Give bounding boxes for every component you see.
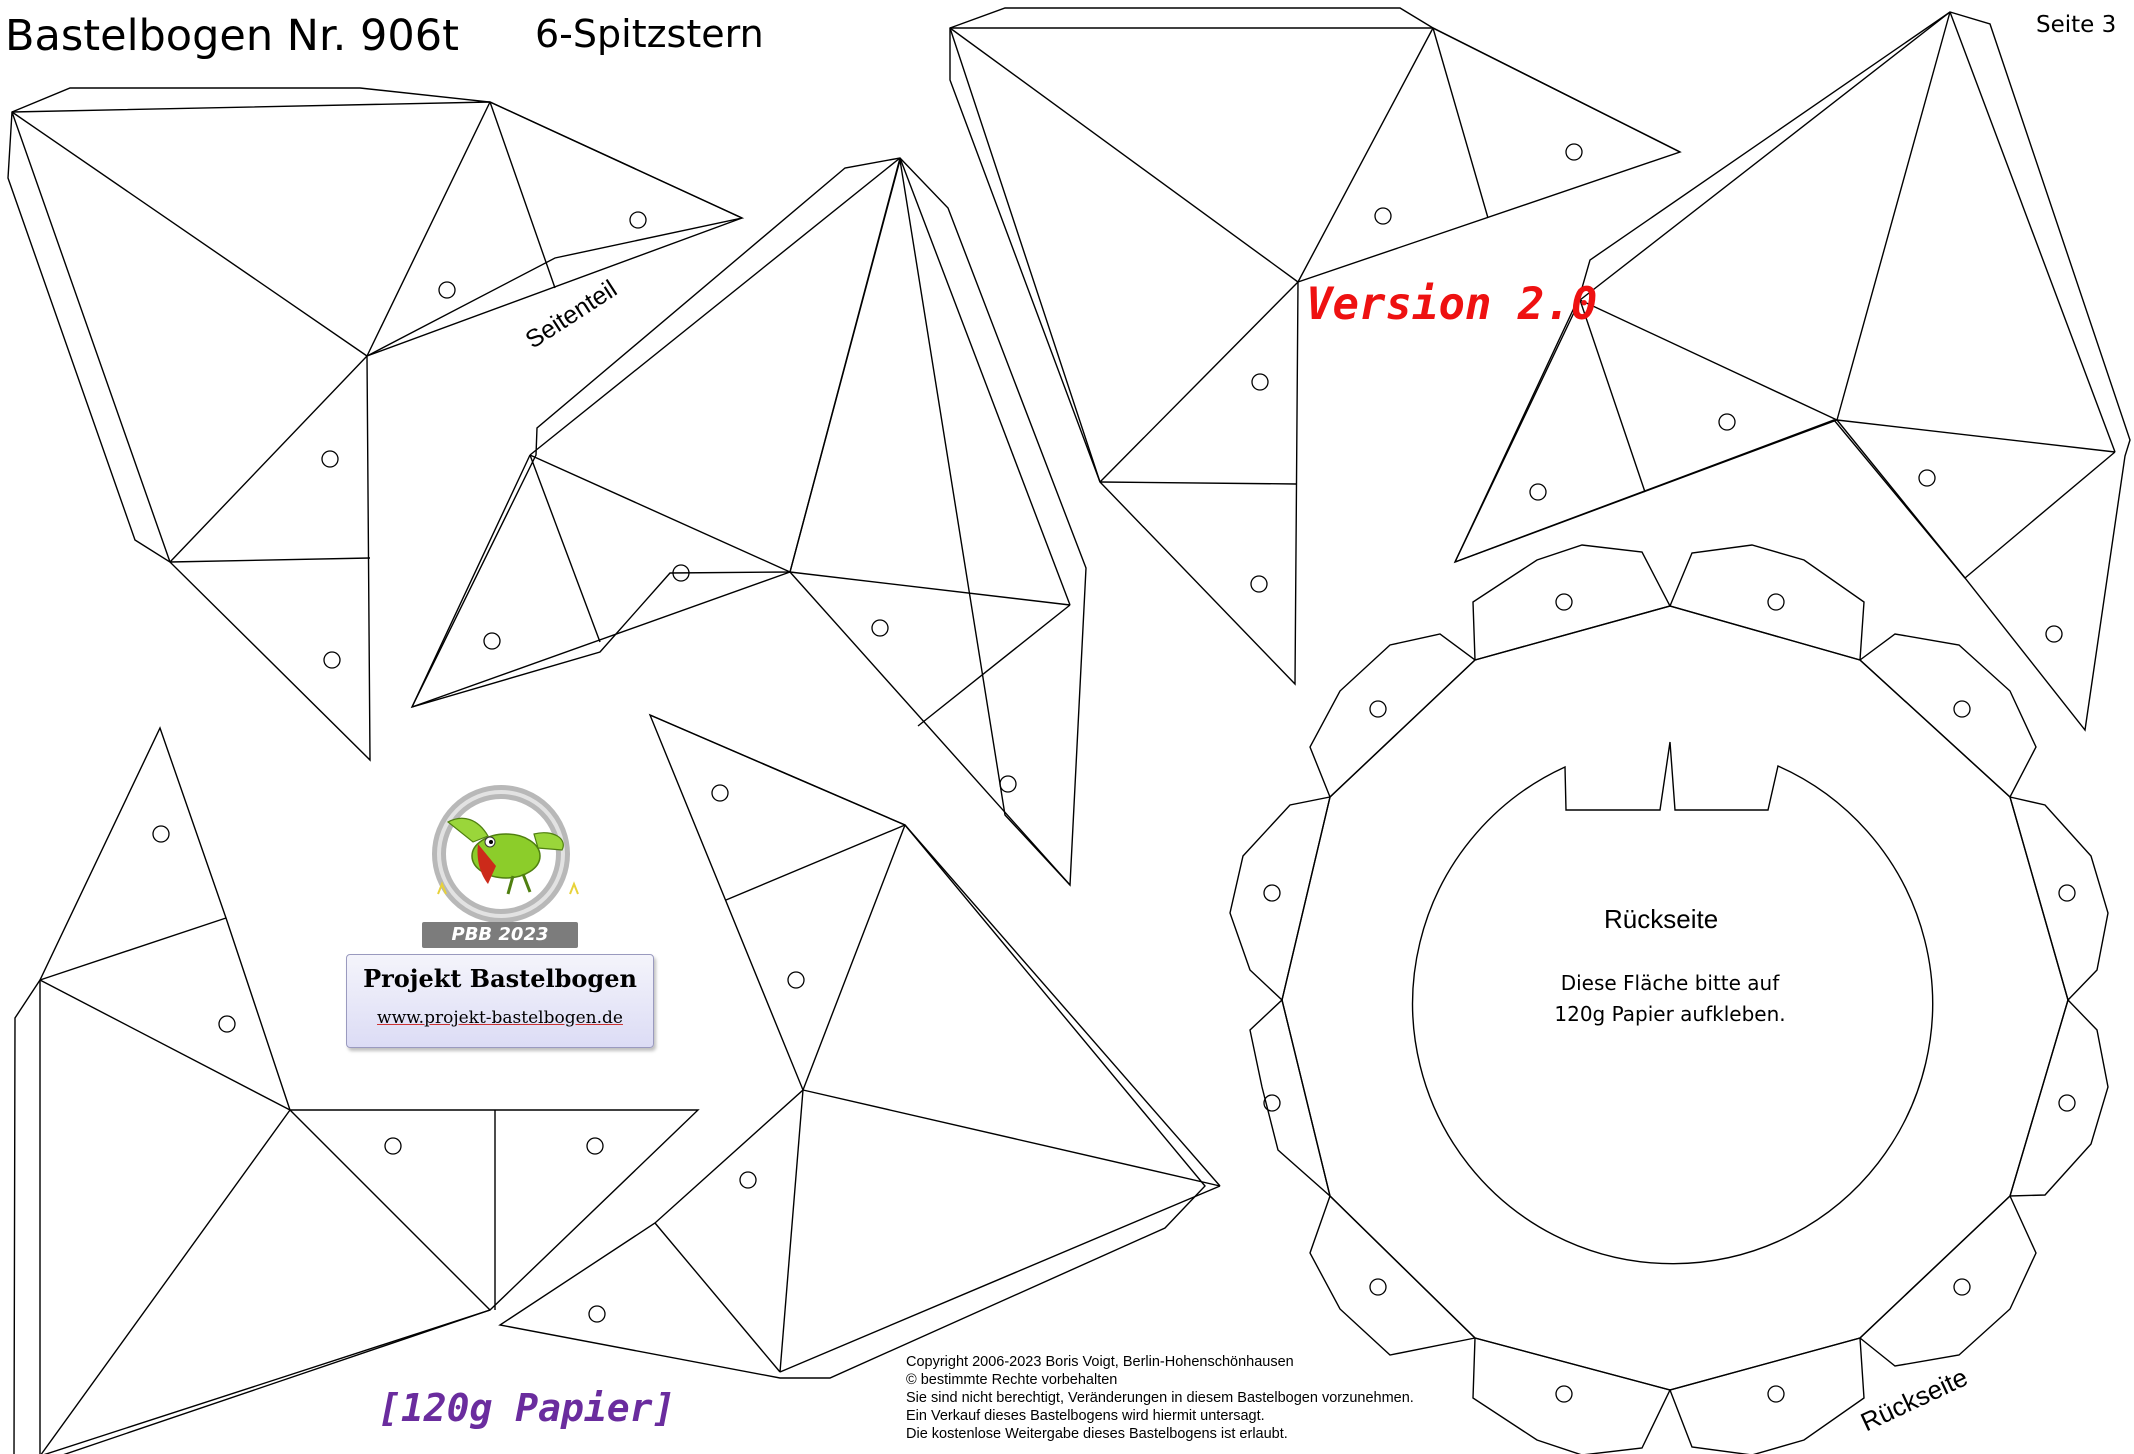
glue-dot-icon [1250,575,1268,593]
back-panel-ring [1229,544,2109,1454]
back-panel-note-line2: 120g Papier aufkleben. [1554,1002,1786,1026]
glue-dot-icon [1555,593,1573,611]
glue-dot-icon [787,971,805,989]
glue-dot-icon [2058,1094,2076,1112]
page-title: Bastelbogen Nr. 906t [5,11,459,61]
star-piece-center [410,157,1087,887]
paper-weight-note: [120g Papier] [378,1386,676,1430]
page-number: Seite 3 [2036,12,2117,38]
glue-dot-icon [672,564,690,582]
glue-dot-icon [152,825,170,843]
glue-dot-icon [1767,593,1785,611]
glue-dot-icon [1529,483,1547,501]
parrot-mascot-icon [432,785,579,923]
copyright-line: Sie sind nicht berechtigt, Veränderungen… [906,1390,1414,1406]
glue-dot-icon [2045,625,2063,643]
glue-dot-icon [588,1305,606,1323]
glue-dot-icon [483,632,501,650]
glue-dot-icon [711,784,729,802]
glue-dot-icon [1369,1278,1387,1296]
glue-dot-icon [1718,413,1736,431]
glue-dot-icon [1374,207,1392,225]
glue-dot-icon [1953,700,1971,718]
glue-dot-icon [1251,373,1269,391]
glue-dot-icon [999,775,1017,793]
glue-dot-icon [1263,1094,1281,1112]
logo-scroll-banner: Projekt Bastelbogen www.projekt-bastelbo… [346,954,654,1048]
copyright-line: Copyright 2006-2023 Boris Voigt, Berlin-… [906,1354,1294,1370]
glue-dot-icon [2058,884,2076,902]
glue-dot-icon [739,1171,757,1189]
project-logo: PBB 2023 Projekt Bastelbogen www.projekt… [338,784,664,1066]
glue-dot-icon [218,1015,236,1033]
glue-dot-icon [438,281,456,299]
star-piece-bottom-left [13,726,700,1454]
back-panel-note-line1: Diese Fläche bitte auf [1560,971,1780,995]
back-panel-note: Diese Fläche bitte auf 120g Papier aufkl… [1510,968,1830,1030]
glue-dot-icon [323,651,341,669]
logo-year-badge: PBB 2023 [422,922,578,948]
glue-dot-icon [1767,1385,1785,1403]
version-label: Version 2.0 [1306,279,1598,330]
copyright-line: Ein Verkauf dieses Bastelbogens wird hie… [906,1408,1265,1424]
copyright-line: Die kostenlose Weitergabe dieses Bastelb… [906,1426,1288,1442]
glue-dot-icon [1263,884,1281,902]
glue-dot-icon [1565,143,1583,161]
glue-dot-icon [1953,1278,1971,1296]
star-piece-top-middle [949,7,1682,686]
glue-dot-icon [586,1137,604,1155]
back-panel-title: Rückseite [1604,904,1719,934]
star-piece-top-right [1453,11,2131,732]
logo-name: Projekt Bastelbogen [363,964,637,993]
glue-dot-icon [321,450,339,468]
glue-dot-icon [871,619,889,637]
glue-dots [152,143,2076,1403]
glue-dot-icon [1918,469,1936,487]
copyright-line: © bestimmte Rechte vorbehalten [906,1372,1118,1388]
logo-url-link[interactable]: www.projekt-bastelbogen.de [377,1008,623,1028]
star-piece-top-left [7,87,745,762]
page-subtitle: 6-Spitzstern [535,12,764,56]
glue-dot-icon [384,1137,402,1155]
star-piece-bottom-center [498,713,1221,1379]
glue-dot-icon [1555,1385,1573,1403]
copyright-block: Copyright 2006-2023 Boris Voigt, Berlin-… [906,1353,1414,1443]
glue-dot-icon [1369,700,1387,718]
glue-dot-icon [629,211,647,229]
